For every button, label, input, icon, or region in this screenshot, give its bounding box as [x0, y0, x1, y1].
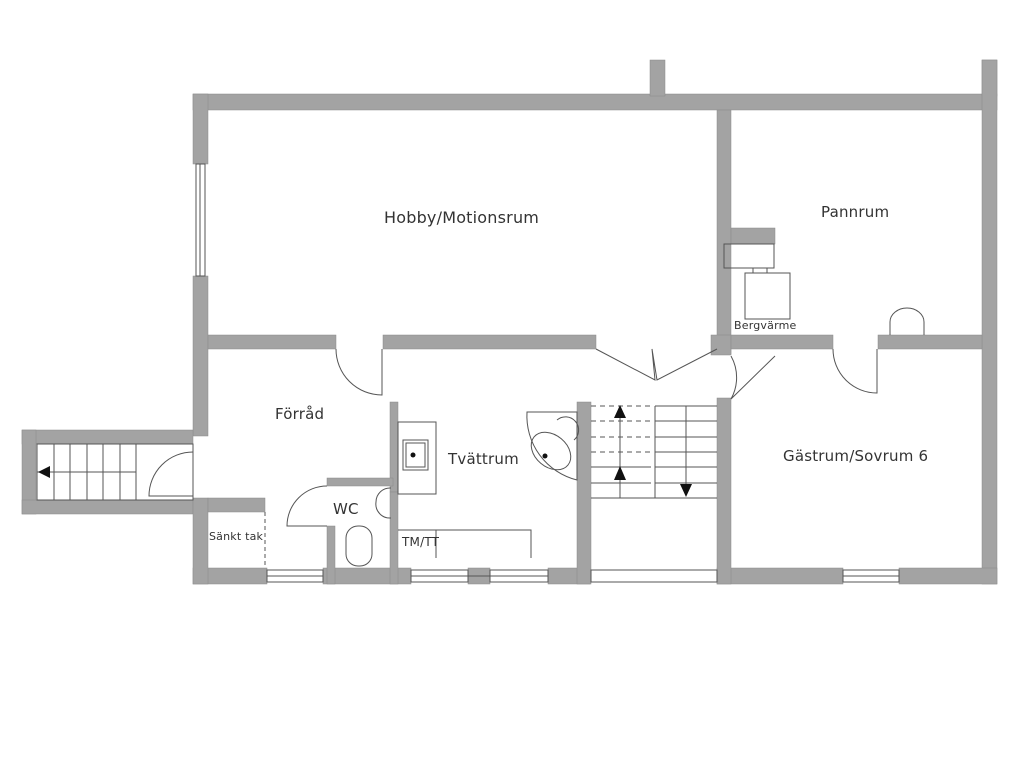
label-bergvarme: Bergvärme	[734, 319, 797, 332]
room-label-hobby: Hobby/Motionsrum	[384, 208, 540, 227]
stair-arrow-down-icon	[680, 484, 692, 497]
label-sankt-tak: Sänkt tak	[209, 530, 264, 543]
arrows	[38, 405, 692, 497]
room-label-pannrum: Pannrum	[821, 203, 890, 221]
stair-arrow-left-icon	[38, 466, 50, 478]
room-label-forrad: Förråd	[275, 405, 325, 423]
stair-arrow-up-icon-2	[614, 466, 626, 480]
label-tm-tt: TM/TT	[402, 535, 440, 549]
fixtures	[36, 163, 925, 583]
stair-arrow-up-icon	[614, 405, 626, 418]
room-label-wc: WC	[333, 500, 359, 518]
room-label-tvattrum: Tvättrum	[448, 450, 519, 468]
room-label-gastrum: Gästrum/Sovrum 6	[783, 447, 929, 465]
walls	[21, 59, 998, 585]
